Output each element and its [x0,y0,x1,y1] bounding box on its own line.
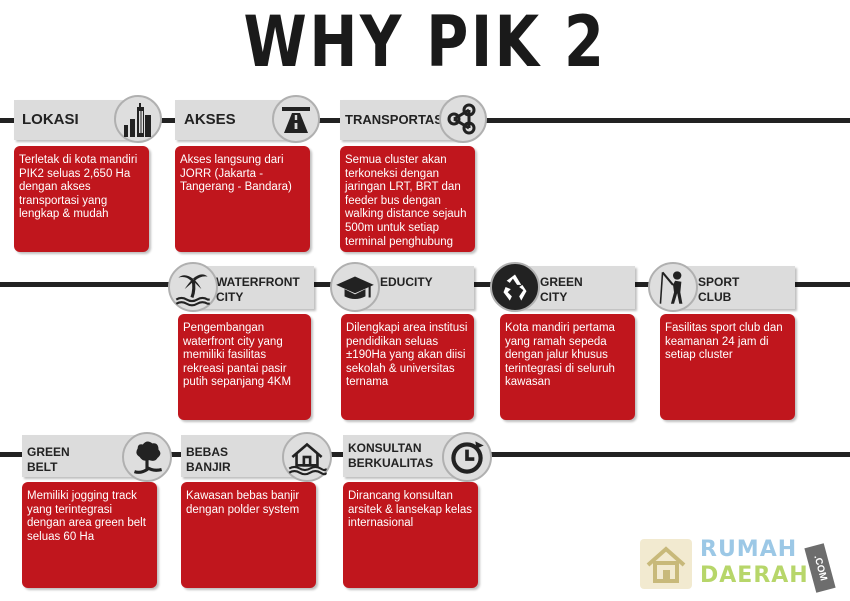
feature-description: Fasilitas sport club dan keamanan 24 jam… [665,322,783,362]
feature-label: BEBAS BANJIR [186,445,231,474]
graduation-cap-icon [330,262,380,312]
tree-icon [122,432,172,482]
feature-body: Terletak di kota mandiri PIK2 seluas 2,6… [14,146,149,252]
golfer-icon [648,262,698,312]
feature-body: Dilengkapi area institusi pendidikan sel… [341,314,474,420]
feature-label: GREEN CITY [540,275,583,304]
feature-label: SPORT CLUB [698,275,740,304]
feature-body: Semua cluster akan terkoneksi dengan jar… [340,146,475,252]
network-nodes-icon [439,95,487,143]
feature-body: Dirancang konsultan arsitek & lansekap k… [343,482,478,588]
feature-label: LOKASI [22,111,79,128]
clock-icon [442,432,492,482]
feature-label: EDUCITY [380,275,433,289]
feature-description: Dilengkapi area institusi pendidikan sel… [346,322,468,389]
feature-body: Memiliki jogging track yang terintegrasi… [22,482,157,588]
feature-description: Memiliki jogging track yang terintegrasi… [27,490,146,543]
feature-label: TRANSPORTASI [345,112,447,127]
feature-description: Pengembangan waterfront city yang memili… [183,322,292,389]
feature-label: GREEN BELT [27,445,70,474]
feature-description: Akses langsung dari JORR (Jakarta - Tang… [180,154,292,194]
feature-description: Kota mandiri pertama yang ramah sepeda d… [505,322,615,389]
city-skyline-icon [114,95,162,143]
watermark-line1: RUMAH [700,537,798,562]
flood-house-icon [282,432,332,482]
feature-label: KONSULTAN BERKUALITAS [348,441,434,470]
highway-icon [272,95,320,143]
watermark-logo: RUMAH DAERAH .COM [640,535,840,593]
house-logo-icon [640,539,692,589]
feature-description: Semua cluster akan terkoneksi dengan jar… [345,154,467,248]
feature-body: Kota mandiri pertama yang ramah sepeda d… [500,314,635,420]
feature-description: Terletak di kota mandiri PIK2 seluas 2,6… [19,154,138,221]
recycle-icon [490,262,540,312]
feature-body: Pengembangan waterfront city yang memili… [178,314,311,420]
watermark-suffix: .COM [804,543,836,593]
page-title: WHY PIK 2 [243,1,607,83]
palm-tree-icon [168,262,218,312]
feature-description: Kawasan bebas banjir dengan polder syste… [186,490,300,516]
watermark-line2: DAERAH [700,563,809,588]
feature-label: WATERFRONT CITY [216,275,300,304]
feature-body: Fasilitas sport club dan keamanan 24 jam… [660,314,795,420]
feature-body: Akses langsung dari JORR (Jakarta - Tang… [175,146,310,252]
feature-label: AKSES [184,111,236,128]
feature-body: Kawasan bebas banjir dengan polder syste… [181,482,316,588]
feature-header [340,100,458,140]
feature-description: Dirancang konsultan arsitek & lansekap k… [348,490,473,530]
